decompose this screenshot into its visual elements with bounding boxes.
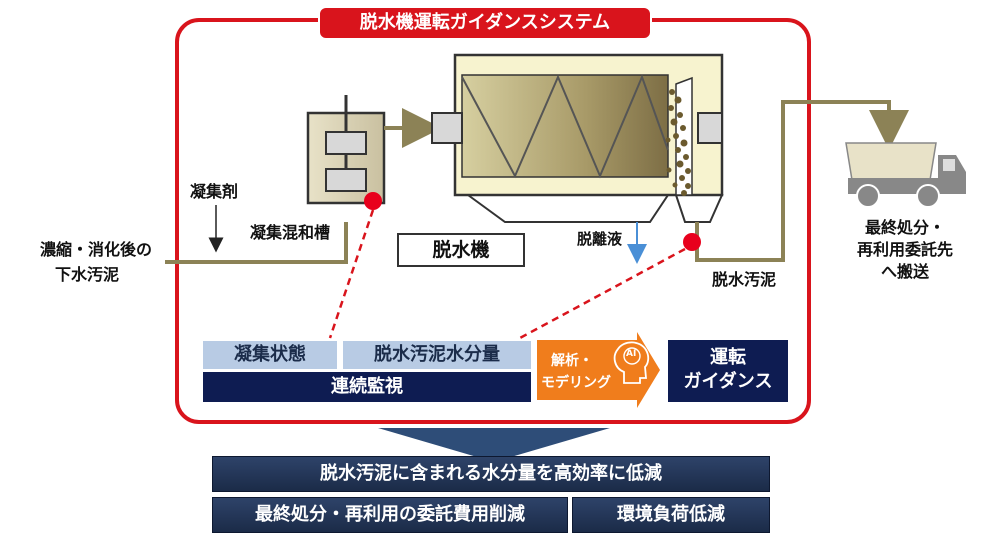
operation-guidance-box: 運転 ガイダンス [668, 340, 788, 402]
mixing-tank [306, 95, 386, 205]
coagulation-monitor-line [328, 209, 375, 339]
dewatered-sludge-label: 脱水汚泥 [712, 270, 777, 289]
disposal-label-line3: へ搬送 [880, 262, 929, 281]
coagulant-label: 凝集剤 [190, 182, 239, 201]
system-title: 脱水機運転ガイダンスシステム [318, 6, 652, 40]
moisture-monitor-line [519, 247, 686, 340]
mixing-tank-label: 凝集混和槽 [250, 223, 331, 242]
guidance-label-line1: 運転 [710, 347, 746, 368]
input-label-line1: 濃縮・消化後の [40, 240, 153, 259]
result-environment-box: 環境負荷低減 [572, 497, 770, 533]
disposal-label-line1: 最終処分・ [864, 218, 945, 237]
coagulation-state-box: 凝集状態 [203, 341, 337, 369]
ai-label: AI [626, 349, 637, 359]
sludge-pipe [695, 100, 909, 262]
analysis-arrow [537, 332, 660, 408]
dewatering-machine-label: 脱水機 [397, 233, 525, 267]
input-label-line2: 下水汚泥 [55, 265, 120, 284]
analysis-label-line2: モデリング [541, 375, 611, 391]
result-main-box: 脱水汚泥に含まれる水分量を高効率に低減 [212, 456, 770, 492]
result-chevron [378, 428, 610, 462]
analysis-label-line1: 解析・ [551, 353, 593, 369]
filtrate-label: 脱離液 [577, 230, 623, 248]
coagulation-sensor [364, 192, 382, 210]
input-pipe [165, 222, 348, 264]
moisture-sensor [683, 233, 701, 251]
sludge-moisture-box: 脱水汚泥水分量 [343, 341, 531, 369]
ai-head-icon [613, 341, 650, 384]
result-cost-box: 最終処分・再利用の委託費用削減 [212, 497, 568, 533]
guidance-label-line2: ガイダンス [683, 371, 773, 392]
truck-icon [845, 142, 966, 208]
continuous-monitoring-box: 連続監視 [203, 372, 531, 402]
dewatering-machine [431, 53, 724, 223]
disposal-label-line2: 再利用委託先 [856, 240, 953, 259]
